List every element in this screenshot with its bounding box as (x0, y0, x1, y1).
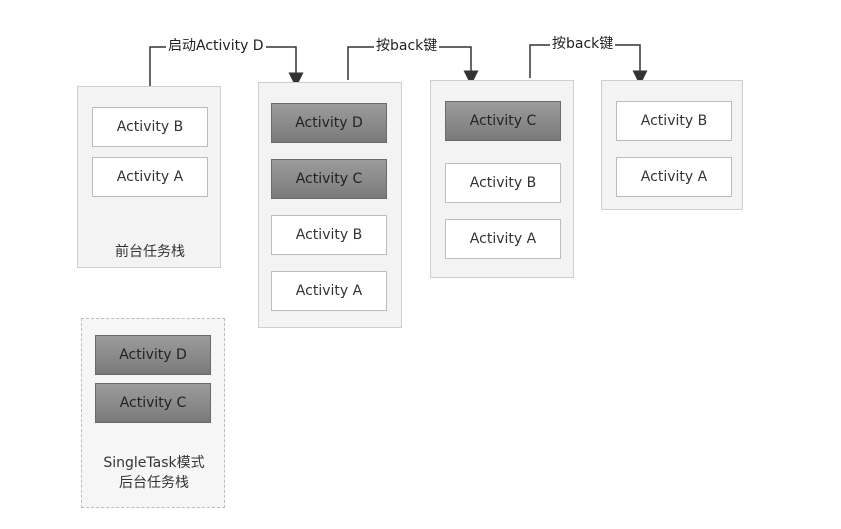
foreground-task-stack: Activity B Activity A 前台任务栈 (77, 86, 221, 268)
stack-label-mode: SingleTask模式 (103, 455, 205, 471)
connector-label-back-1: 按back键 (374, 38, 440, 54)
activity-box: Activity D (271, 103, 387, 143)
activity-box: Activity B (445, 163, 561, 203)
connector-label-back-2: 按back键 (550, 36, 616, 52)
activity-box: Activity C (271, 159, 387, 199)
connector-label-launch-d: 启动Activity D (166, 38, 266, 54)
activity-box: Activity B (92, 107, 208, 147)
activity-box: Activity A (616, 157, 732, 197)
activity-box: Activity B (271, 215, 387, 255)
activity-box: Activity D (95, 335, 211, 375)
stack-label: 前台任务栈 (115, 244, 185, 260)
activity-box: Activity A (92, 157, 208, 197)
stack-label: 后台任务栈 (119, 475, 189, 491)
activity-box: Activity C (95, 383, 211, 423)
activity-box: Activity A (271, 271, 387, 311)
foreground-task-stack-after-back-2: Activity B Activity A (601, 80, 743, 210)
foreground-task-stack-after-back-1: Activity C Activity B Activity A (430, 80, 574, 278)
activity-box: Activity A (445, 219, 561, 259)
background-task-stack: Activity D Activity C SingleTask模式 后台任务栈 (81, 318, 225, 508)
activity-box: Activity B (616, 101, 732, 141)
activity-box: Activity C (445, 101, 561, 141)
foreground-task-stack-after-launch: Activity D Activity C Activity B Activit… (258, 82, 402, 328)
